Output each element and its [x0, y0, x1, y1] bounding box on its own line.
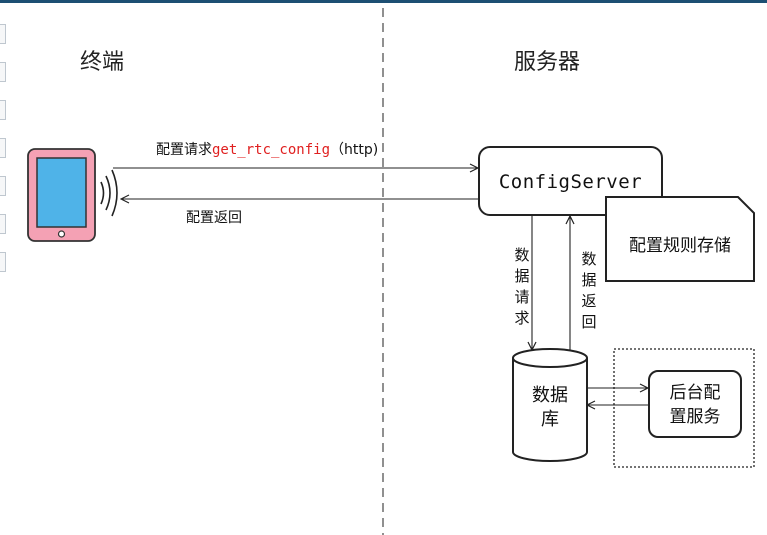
request-prefix: 配置请求: [156, 142, 212, 158]
data-return-label: 数据返回: [581, 250, 597, 331]
server-title: 服务器: [514, 50, 581, 75]
toolbar-button[interactable]: [0, 24, 6, 44]
toolbar-button[interactable]: [0, 214, 6, 234]
admin-service-container: [613, 348, 755, 468]
tablet-icon: [27, 148, 96, 242]
config-server-label: ConfigServer: [498, 171, 643, 193]
top-bar: [0, 0, 767, 3]
admin-service-box: [648, 370, 742, 438]
toolbar-button[interactable]: [0, 252, 6, 272]
toolbar-button[interactable]: [0, 138, 6, 158]
response-label: 配置返回: [186, 210, 242, 226]
data-request-label: 数据请求: [514, 246, 530, 327]
request-function: get_rtc_config: [212, 142, 331, 158]
terminal-title: 终端: [80, 50, 125, 75]
request-label: 配置请求get_rtc_config（http): [156, 139, 378, 159]
wifi-signal-icon: [100, 169, 118, 217]
admin-service-label: 后台配置服务: [669, 383, 721, 427]
toolbar-button[interactable]: [0, 100, 6, 120]
rule-storage-box: [605, 196, 755, 282]
left-toolbar: [0, 24, 6, 284]
request-suffix: （http): [330, 142, 379, 158]
rule-storage-label: 配置规则存储: [629, 236, 731, 256]
toolbar-button[interactable]: [0, 176, 6, 196]
toolbar-button[interactable]: [0, 62, 6, 82]
database-cylinder: [512, 348, 588, 462]
database-label: 数据库: [532, 385, 568, 430]
